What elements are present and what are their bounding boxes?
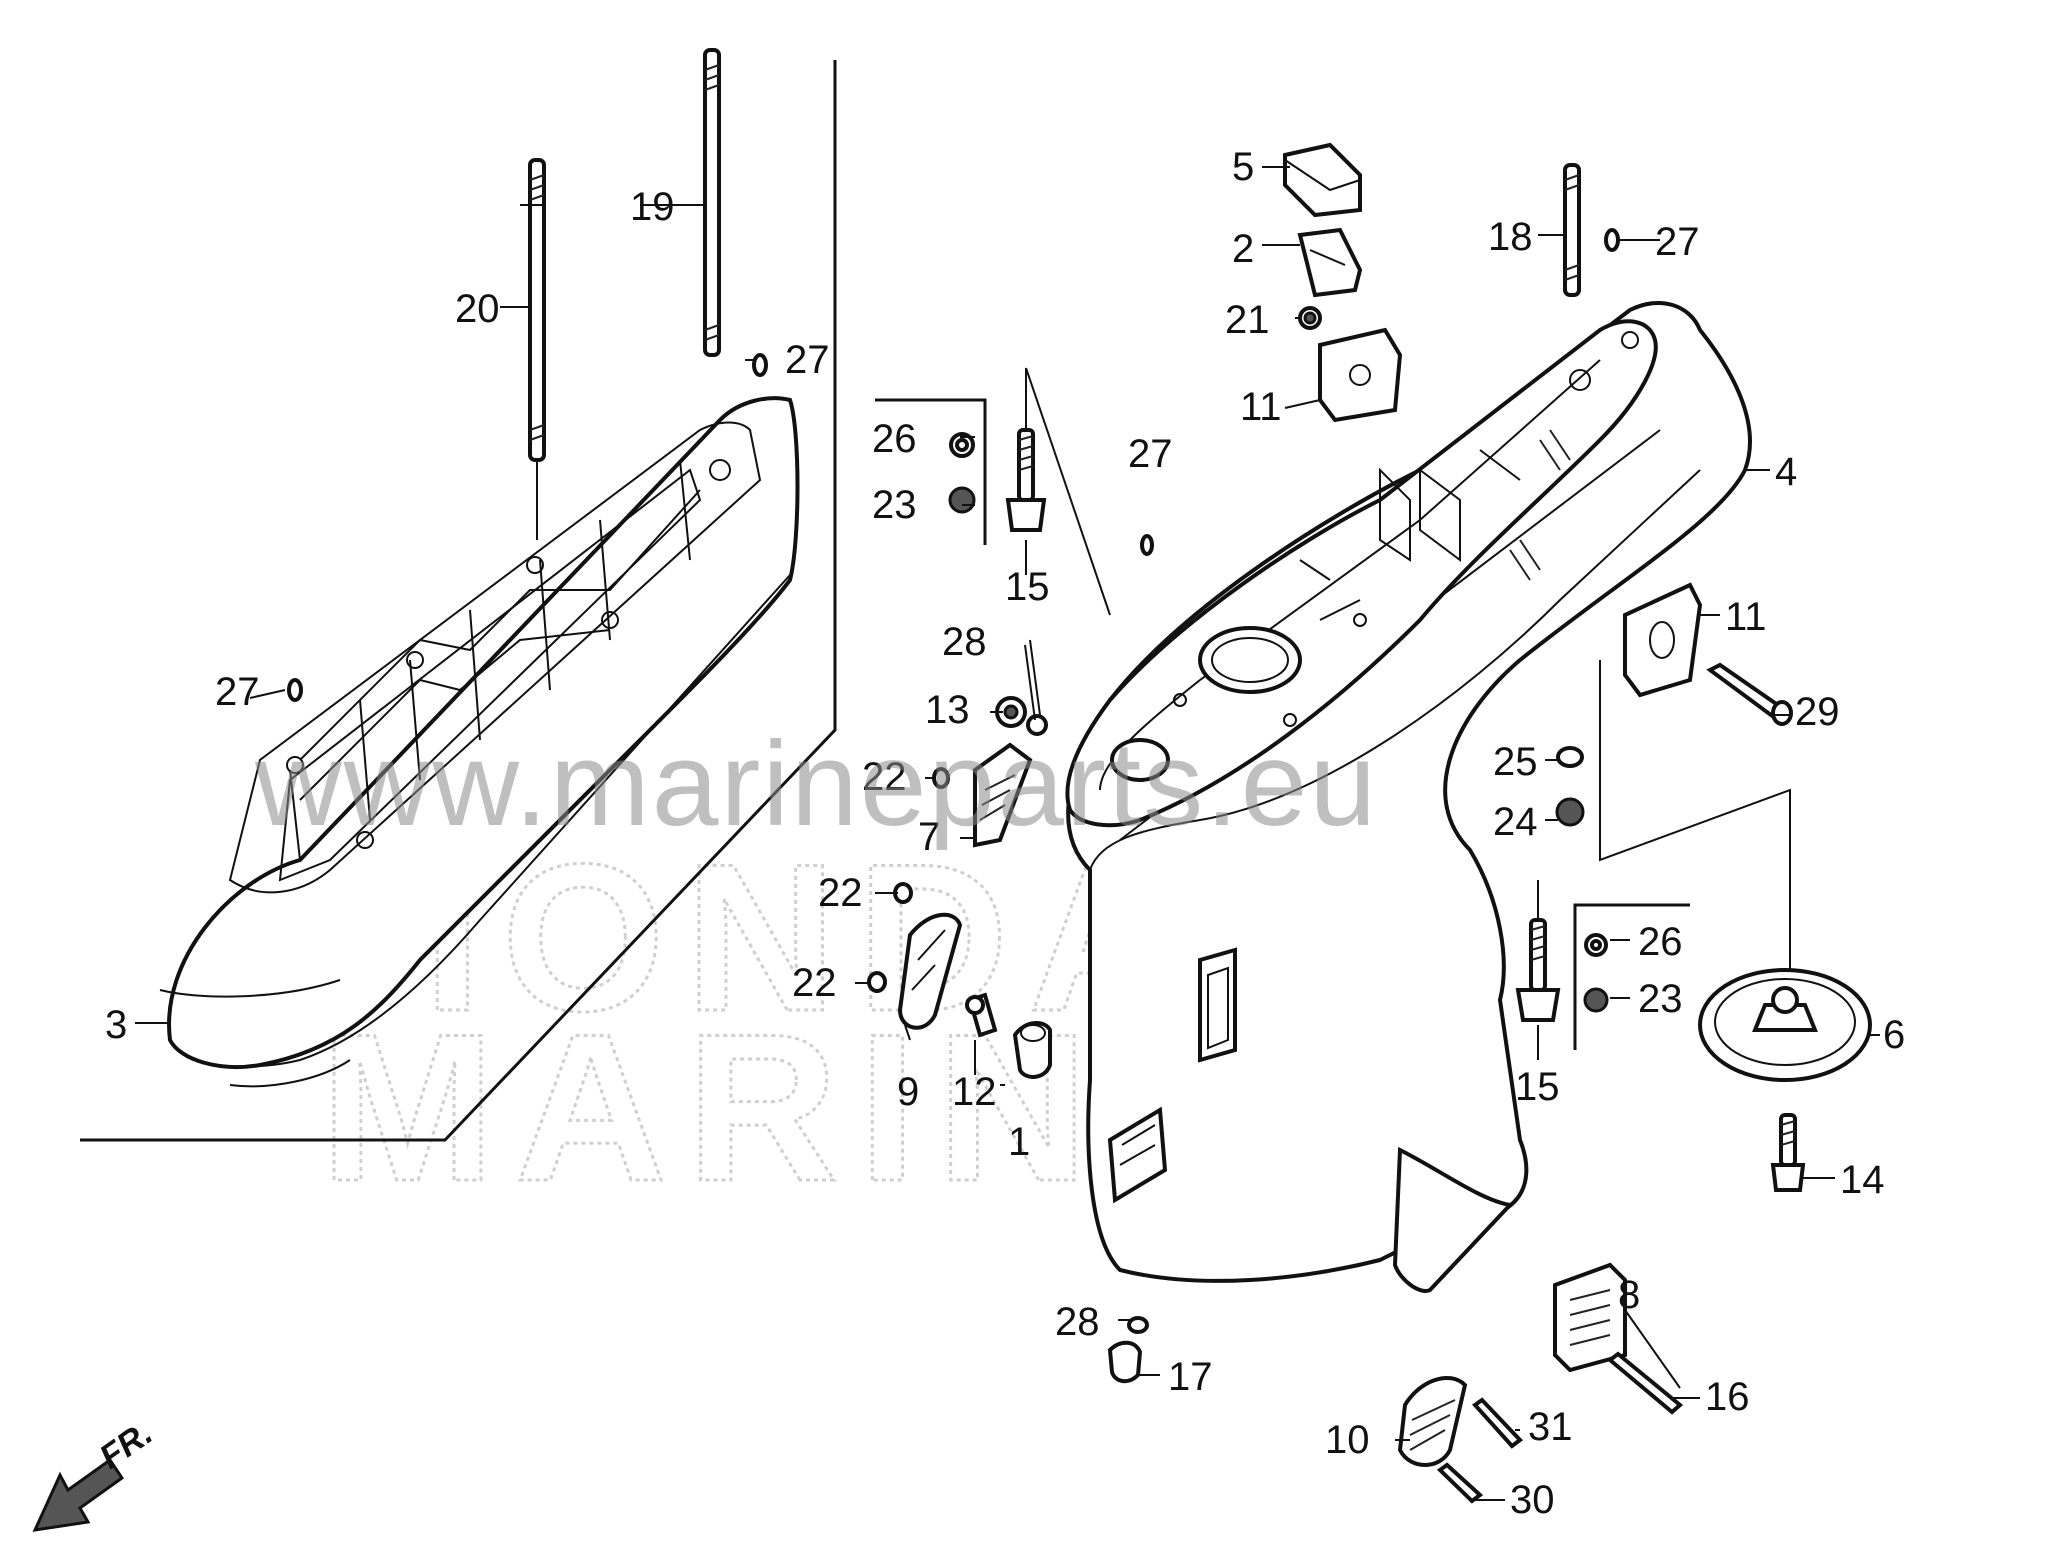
callout-27-c: 27 [1128, 432, 1173, 476]
callout-22-b: 22 [818, 871, 863, 915]
dowel-pin-27-a [752, 353, 768, 377]
gear-case-part-4 [1065, 300, 1752, 1293]
callout-31: 31 [1528, 1405, 1573, 1449]
stud-bolt-18 [1563, 163, 1581, 297]
callout-22-a: 22 [862, 755, 907, 799]
callout-9: 9 [897, 1070, 919, 1114]
plug-17 [1107, 1340, 1143, 1384]
callout-4: 4 [1775, 450, 1797, 494]
callout-23-a: 23 [872, 483, 917, 527]
callout-26-a: 26 [872, 417, 917, 461]
anode-11-a [1318, 327, 1403, 423]
plate-2 [1297, 227, 1363, 298]
callout-27-d: 27 [1655, 220, 1700, 264]
leader-lines [135, 166, 1880, 1501]
callout-1: 1 [1008, 1120, 1030, 1164]
arrow-icon [32, 1457, 125, 1532]
callout-16: 16 [1705, 1375, 1750, 1419]
callout-8: 8 [1618, 1273, 1640, 1317]
washer-28-b [1127, 1316, 1149, 1334]
callout-28-a: 28 [942, 620, 987, 664]
washer-28-a [1026, 714, 1048, 736]
right-small-parts [1107, 142, 1872, 1504]
anode-5 [1283, 142, 1362, 218]
callout-15-b: 15 [1515, 1065, 1560, 1109]
callout-15-a: 15 [1005, 565, 1050, 609]
callout-10: 10 [1325, 1418, 1370, 1462]
callout-11-b: 11 [1725, 595, 1767, 639]
screw-30 [1436, 1462, 1484, 1504]
nut-24 [1555, 797, 1585, 827]
stud-bolt-19 [703, 48, 721, 357]
anode-11-b [1623, 582, 1703, 698]
watermark-text: www.marineparts.eu [254, 717, 1378, 851]
callout-25: 25 [1493, 740, 1538, 784]
dowel-pin-27-c [1604, 228, 1620, 252]
callout-24: 24 [1493, 800, 1538, 844]
washer-25 [1556, 746, 1584, 768]
bolt-15-upper [1005, 367, 1111, 616]
dowel-pin-27-b [287, 678, 303, 702]
callout-26-b: 26 [1638, 920, 1683, 964]
nut-23-b [1583, 987, 1609, 1013]
callout-13: 13 [925, 688, 970, 732]
callout-11-a: 11 [1240, 385, 1282, 429]
callout-27-a: 27 [785, 338, 830, 382]
front-direction-indicator: FR. [32, 1414, 159, 1532]
screw-16 [1606, 1351, 1684, 1415]
callout-14: 14 [1840, 1158, 1885, 1202]
extension-case-part-3 [80, 60, 837, 1142]
callout-12: 12 [952, 1070, 997, 1114]
callout-5: 5 [1232, 145, 1254, 189]
callout-30: 30 [1510, 1478, 1555, 1522]
screw-31 [1472, 1397, 1523, 1449]
callout-labels: 1 2 3 4 5 6 7 8 9 10 11 11 12 13 14 15 1… [105, 145, 1905, 1522]
callout-17: 17 [1168, 1355, 1213, 1399]
callout-21: 21 [1225, 298, 1270, 342]
callout-20: 20 [455, 287, 500, 331]
nut-23-a [948, 486, 976, 514]
nut-22-c [867, 971, 887, 993]
callout-29: 29 [1795, 690, 1840, 734]
callout-18: 18 [1488, 215, 1533, 259]
callout-27-b: 27 [215, 670, 260, 714]
callout-6: 6 [1883, 1013, 1905, 1057]
callout-19: 19 [630, 185, 675, 229]
callout-2: 2 [1232, 227, 1254, 271]
callout-23-b: 23 [1638, 977, 1683, 1021]
stud-bolts-left [287, 48, 768, 702]
callout-28-b: 28 [1055, 1300, 1100, 1344]
bolt-15-b [1529, 918, 1547, 992]
callout-22-c: 22 [792, 961, 837, 1005]
bracket-26-23-left [875, 398, 987, 545]
dowel-pin-27-d [1140, 534, 1154, 556]
callout-7: 7 [918, 815, 940, 859]
water-screen-10 [1397, 1375, 1468, 1467]
callout-3: 3 [105, 1003, 127, 1047]
